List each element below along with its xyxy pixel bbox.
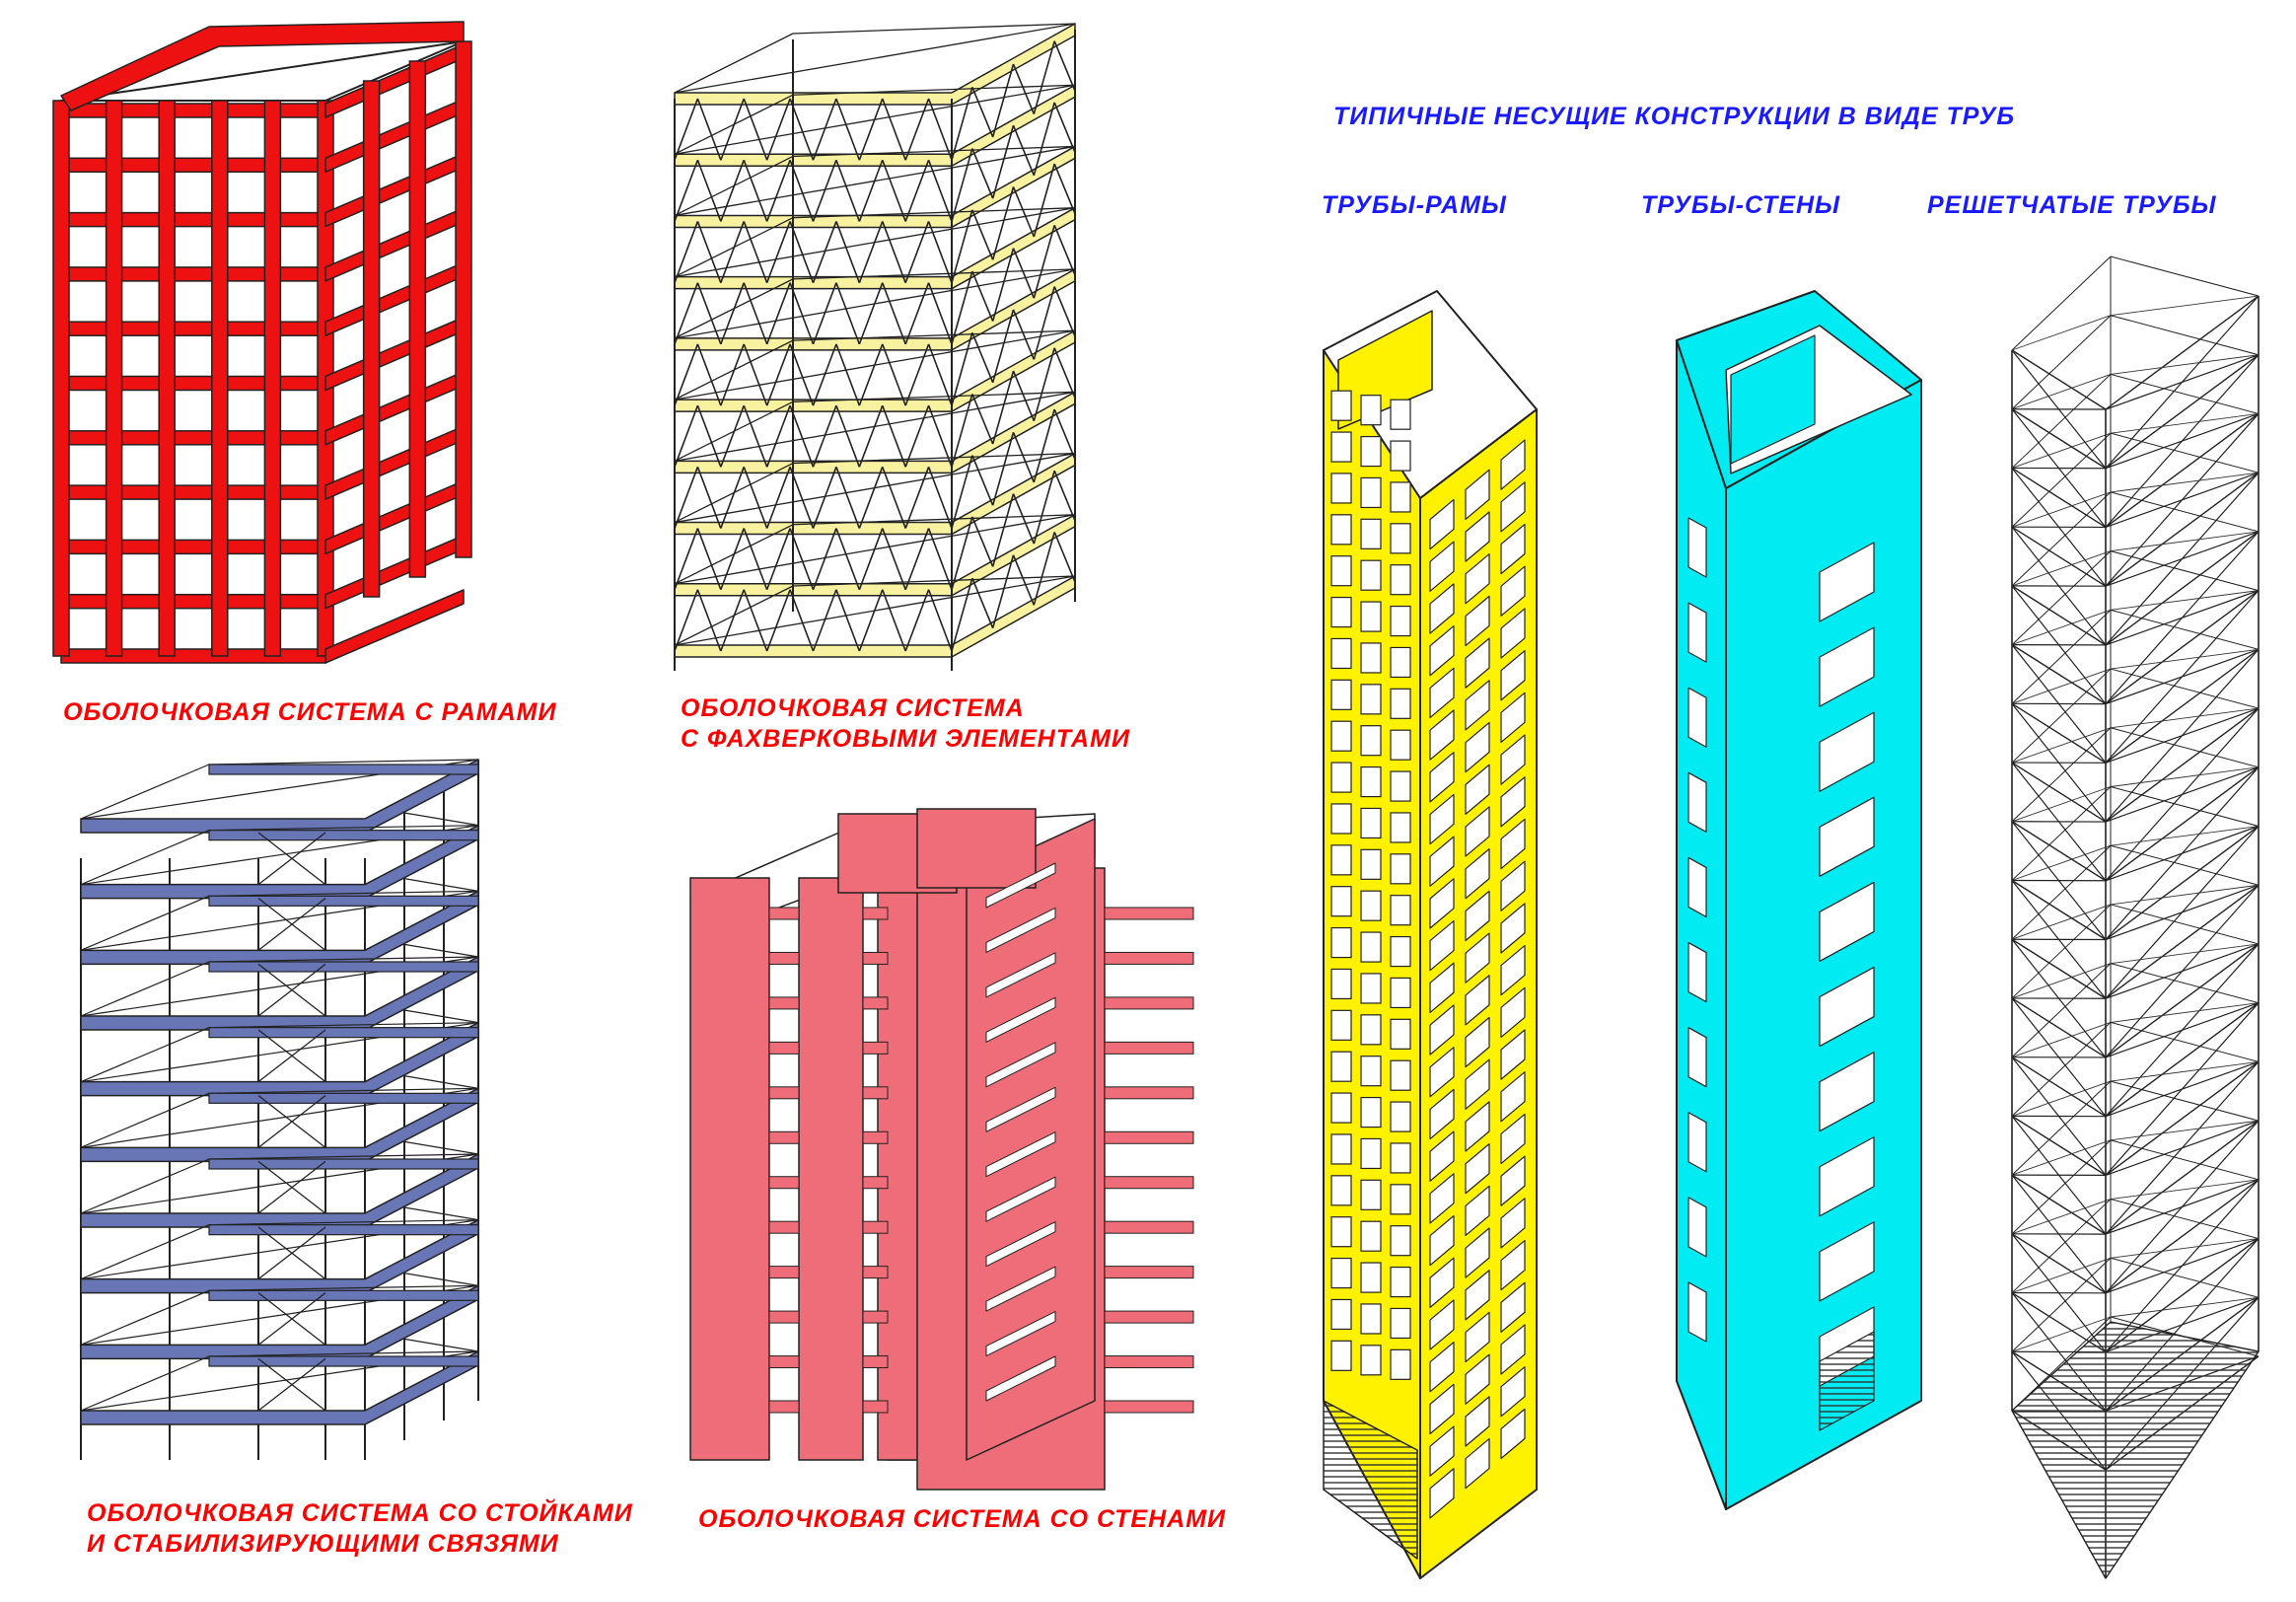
label-column-shell-line1: ОБОЛОЧКОВАЯ СИСТЕМА СО СТОЙКАМИ [87,1499,633,1527]
wall-shell-building [689,808,1194,1491]
label-truss-shell-line1: ОБОЛОЧКОВАЯ СИСТЕМА [681,694,1025,722]
frame-tube [1323,290,1538,1579]
label-frame-shell: ОБОЛОЧКОВАЯ СИСТЕМА С РАМАМИ [63,698,557,726]
label-truss-shell-line2: С ФАХВЕРКОВЫМИ ЭЛЕМЕНТАМИ [681,725,1130,753]
label-lattice-tube: РЕШЕТЧАТЫЕ ТРУБЫ [1927,191,2217,219]
frame-shell-building [52,21,472,664]
label-tubes-title: ТИПИЧНЫЕ НЕСУЩИЕ КОНСТРУКЦИИ В ВИДЕ ТРУБ [1333,103,2016,130]
braced-column-building [80,759,479,1460]
label-wall-tube: ТРУБЫ-СТЕНЫ [1641,191,1841,219]
wall-tube [1676,290,1922,1510]
label-wall-shell: ОБОЛОЧКОВАЯ СИСТЕМА СО СТЕНАМИ [698,1505,1227,1533]
lattice-tube [2011,255,2260,1579]
truss-shell-building [674,23,1076,671]
label-frame-tube: ТРУБЫ-РАМЫ [1322,191,1507,219]
label-column-shell-line2: И СТАБИЛИЗИРУЮЩИМИ СВЯЗЯМИ [87,1530,559,1558]
